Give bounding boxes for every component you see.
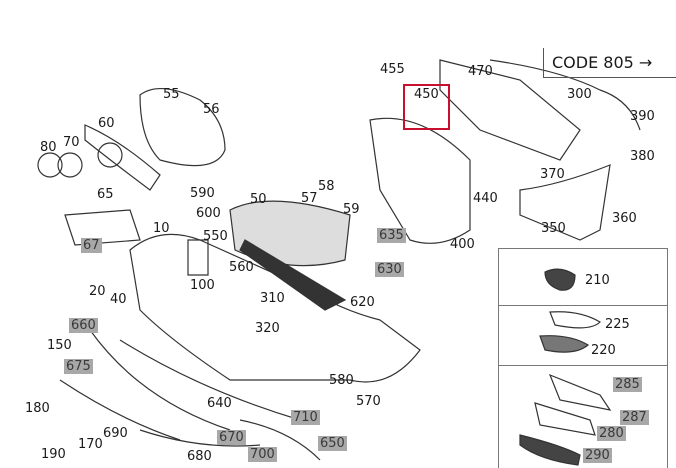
part-label: 630 (375, 262, 404, 277)
side-bracket (519, 164, 611, 241)
grille-220 (539, 335, 590, 353)
wire-harness (489, 59, 641, 131)
part-label: 350 (541, 221, 566, 236)
code-label: CODE 805 (552, 53, 634, 72)
part-label: 210 (585, 273, 610, 288)
highlight-box-450 (403, 84, 450, 130)
part-label: 570 (356, 394, 381, 409)
part-label: 380 (630, 149, 655, 164)
part-label: 360 (612, 211, 637, 226)
part-label: 10 (153, 221, 170, 236)
part-label: 310 (260, 291, 285, 306)
part-label: 390 (630, 109, 655, 124)
part-label: 285 (613, 377, 642, 392)
part-label: 450 (414, 87, 439, 102)
part-label: 58 (318, 179, 335, 194)
part-label: 300 (567, 87, 592, 102)
part-label: 40 (110, 292, 127, 307)
part-label: 20 (89, 284, 106, 299)
trim-strip-a (89, 329, 231, 431)
part-label: 700 (248, 447, 277, 462)
carrier (369, 117, 471, 244)
trim-strip-b (119, 339, 301, 421)
part-label: 290 (583, 448, 612, 463)
cover-210 (544, 268, 576, 291)
grille-frame (139, 87, 226, 167)
part-label: 600 (196, 206, 221, 221)
part-label: 470 (468, 64, 493, 79)
part-label: 60 (98, 116, 115, 131)
part-label: 400 (450, 237, 475, 252)
part-label: 670 (217, 430, 246, 445)
part-label: 170 (78, 437, 103, 452)
part-label: 690 (103, 426, 128, 441)
part-label: 635 (377, 228, 406, 243)
sensor-bracket (64, 209, 141, 246)
part-label: 190 (41, 447, 66, 462)
part-label: 660 (69, 318, 98, 333)
part-label: 220 (591, 343, 616, 358)
part-label: 455 (380, 62, 405, 77)
star-ring (37, 152, 63, 178)
part-label: 57 (301, 191, 318, 206)
radar-module (187, 239, 209, 276)
trim-strip-c (59, 379, 181, 441)
arrow-right-icon: → (638, 53, 653, 72)
part-label: 560 (229, 260, 254, 275)
emblem (97, 142, 123, 168)
bezel-225 (549, 311, 601, 329)
part-label: 65 (97, 187, 114, 202)
part-label: 70 (63, 135, 80, 150)
duct-285 (548, 373, 612, 411)
part-label: 370 (540, 167, 565, 182)
panel-220 (498, 305, 668, 366)
panel-280 (498, 365, 668, 468)
trim-strip-e (239, 419, 321, 461)
part-label: 620 (350, 295, 375, 310)
code-805-box: CODE 805 → (543, 48, 676, 78)
bumper (129, 233, 421, 383)
part-label: 280 (597, 426, 626, 441)
part-label: 50 (250, 192, 267, 207)
part-label: 225 (605, 317, 630, 332)
part-label: 710 (291, 410, 320, 425)
trim-strip-d (139, 429, 261, 447)
part-label: 150 (47, 338, 72, 353)
part-label: 640 (207, 396, 232, 411)
duct-280 (534, 402, 596, 436)
part-label: 55 (163, 87, 180, 102)
part-label: 100 (190, 278, 215, 293)
lower-grille (239, 239, 347, 311)
star-emblem (57, 152, 83, 178)
part-label: 590 (190, 186, 215, 201)
part-label: 67 (81, 238, 102, 253)
part-label: 650 (318, 436, 347, 451)
part-label: 680 (187, 449, 212, 464)
part-label: 56 (203, 102, 220, 117)
part-label: 550 (203, 229, 228, 244)
part-label: 320 (255, 321, 280, 336)
part-label: 180 (25, 401, 50, 416)
panel-210 (498, 248, 668, 306)
upper-carrier (439, 59, 581, 161)
grille-trim (84, 124, 161, 191)
part-label: 675 (64, 359, 93, 374)
part-label: 59 (343, 202, 360, 217)
part-label: 287 (620, 410, 649, 425)
part-label: 580 (329, 373, 354, 388)
part-label: 80 (40, 140, 57, 155)
part-label: 440 (473, 191, 498, 206)
grille-290 (519, 434, 581, 466)
